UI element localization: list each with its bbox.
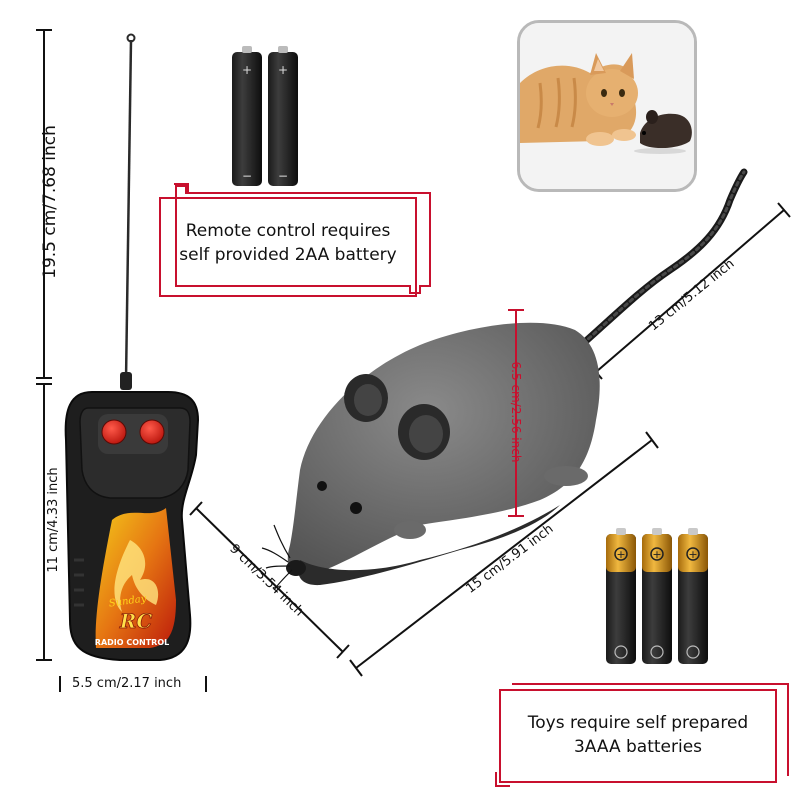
- toy-battery-note-frame: [495, 683, 789, 787]
- mouse-height-dimension: [508, 309, 524, 517]
- remote-battery-note-line1: Remote control requires: [185, 221, 391, 241]
- aa-battery-right: + −: [268, 46, 298, 186]
- aaa-battery-1: +: [606, 528, 636, 664]
- svg-text:−: −: [242, 169, 252, 183]
- svg-text:+: +: [242, 63, 252, 77]
- remote-width-dimension: [59, 676, 207, 692]
- remote-label: RADIO CONTROL: [95, 638, 169, 647]
- aaa-battery-2: +: [642, 528, 672, 664]
- antenna-height-dimension: [36, 29, 52, 661]
- remote-battery-note: Remote control requires self provided 2A…: [162, 200, 414, 294]
- remote-control: [64, 391, 200, 661]
- remote-brand: Sunday: [108, 593, 147, 609]
- mouse-width-dimension: [189, 501, 350, 659]
- aaa-battery-3: +: [678, 528, 708, 664]
- mouse-length-dimension: [349, 431, 659, 677]
- mouse-height-label: 6.5 cm/2.56 inch: [509, 362, 523, 463]
- right-red-button: [139, 419, 165, 445]
- svg-text:+: +: [616, 548, 625, 561]
- cat-photo-inset: [517, 20, 697, 192]
- svg-text:−: −: [278, 169, 288, 183]
- remote-battery-note-line2: self provided 2AA battery: [179, 245, 397, 265]
- cat-photo: [520, 23, 694, 189]
- toy-mouse: [261, 322, 600, 591]
- toy-battery-note-line2: 3AAA batteries: [573, 737, 703, 757]
- tail-length-label: 13 cm/5.12 inch: [646, 256, 737, 334]
- toy-battery-note-line1: Toys require self prepared: [527, 713, 749, 733]
- remote-logo: RC: [119, 609, 153, 633]
- antenna: [120, 33, 136, 390]
- toy-battery-note: Toys require self prepared 3AAA batterie…: [502, 692, 774, 780]
- remote-height-label: 11 cm/4.33 inch: [46, 467, 61, 572]
- remote-width-label: 5.5 cm/2.17 inch: [72, 676, 182, 691]
- left-red-button: [101, 419, 127, 445]
- aa-battery-left: + −: [232, 46, 262, 186]
- svg-text:+: +: [278, 63, 288, 77]
- antenna-height-label: 19.5 cm/7.68 inch: [40, 125, 60, 279]
- remote-battery-note-frame: [159, 183, 431, 297]
- svg-text:+: +: [652, 548, 661, 561]
- svg-text:+: +: [688, 548, 697, 561]
